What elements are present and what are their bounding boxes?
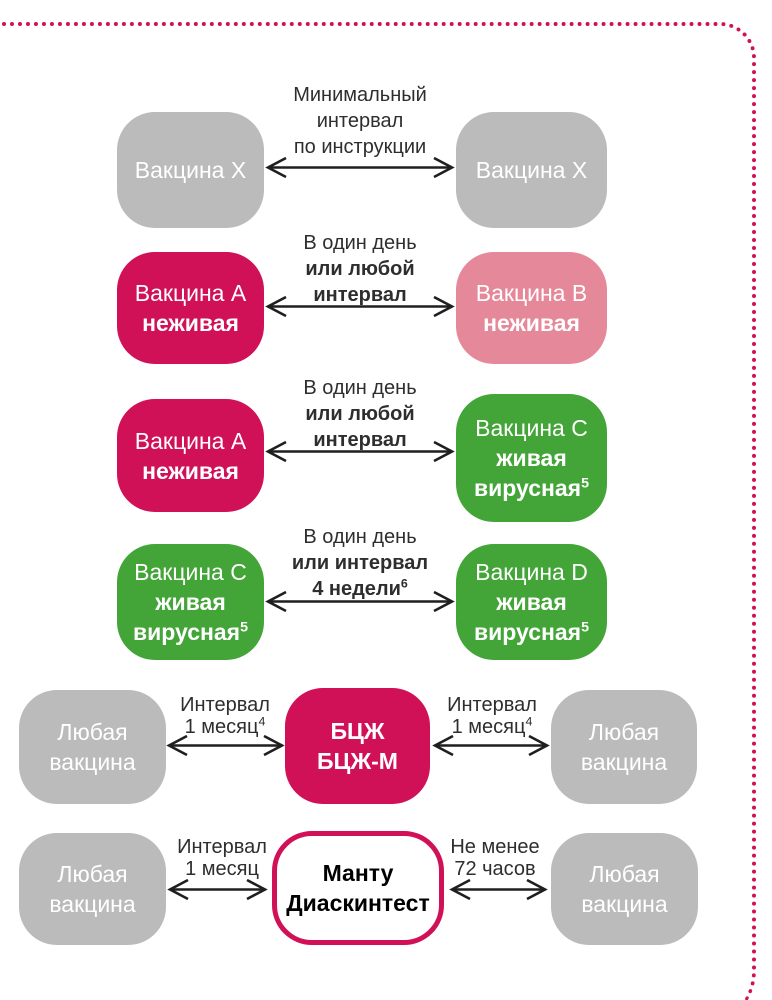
box-text-line: вакцина (580, 749, 668, 775)
box-text-line: неживая (142, 310, 239, 336)
double-arrow-row1 (265, 156, 455, 179)
label-line: 72 часов (454, 858, 536, 880)
box-text-line: БЦЖ (330, 718, 385, 744)
label-line: интервал (313, 429, 407, 451)
label-interval-1-month-mantoux: Интервал 1 месяц (160, 836, 284, 880)
label-same-day-any-interval: В один день или любой интервал (250, 230, 470, 308)
label-line: Не менее (450, 836, 540, 858)
label-line: Интервал (177, 836, 267, 858)
box-text-line: Диаскинтест (286, 890, 430, 916)
box-text-line: Любая (589, 861, 660, 887)
vaccine-x-box-left: Вакцина X (117, 112, 264, 228)
box-text-line: вирусная5 (132, 619, 249, 645)
label-line: Минимальный (293, 84, 427, 106)
label-line: 4 недели6 (312, 576, 408, 600)
vaccine-c-live-viral-box-2: Вакцина С живая вирусная5 (117, 544, 264, 660)
mantoux-diaskintest-box: Манту Диаскинтест (272, 831, 444, 945)
box-text-line: вирусная5 (473, 619, 590, 645)
box-text-line: Вакцина В (475, 280, 588, 306)
double-arrow-row4 (265, 590, 455, 613)
label-same-day-any-interval-2: В один день или любой интервал (250, 375, 470, 453)
box-text-line: вакцина (49, 749, 136, 775)
box-text-line: живая (155, 589, 226, 615)
vaccine-c-live-viral-box: Вакцина С живая вирусная5 (456, 394, 607, 522)
label-line: В один день (303, 232, 417, 254)
label-line: интервал (313, 284, 407, 306)
double-arrow-row6-left (167, 878, 268, 901)
box-text-line: Вакцина А (134, 280, 247, 306)
any-vaccine-box-row5-right: Любая вакцина (551, 690, 697, 804)
box-text-line: БЦЖ-М (317, 748, 398, 774)
vaccine-x-box-right: Вакцина X (456, 112, 607, 228)
box-text-line: вакцина (49, 891, 136, 917)
box-text-line: Любая (57, 719, 128, 745)
box-text-line: неживая (142, 457, 239, 484)
box-text-line: Любая (57, 861, 128, 887)
box-text-line: живая (496, 589, 567, 615)
label-line: Интервал (447, 694, 537, 716)
vaccine-d-live-viral-box: Вакцина D живая вирусная5 (456, 544, 607, 660)
label-line: 1 месяц4 (451, 714, 533, 738)
label-line: 1 месяц (185, 858, 259, 880)
label-not-less-72-hours: Не менее 72 часов (433, 836, 557, 880)
vaccine-b-inactivated-box: Вакцина В неживая (456, 252, 607, 364)
label-line: В один день (303, 526, 417, 548)
box-text-line: живая (496, 445, 567, 471)
label-line: интервал (316, 110, 404, 132)
box-text-line: Вакцина С (475, 415, 588, 441)
label-line: или любой (305, 258, 415, 280)
double-arrow-row5-left (166, 734, 285, 757)
label-line: или любой (305, 403, 415, 425)
box-text-line: неживая (483, 310, 580, 336)
box-text-line: Манту (322, 860, 394, 886)
dotted-border (0, 22, 756, 1000)
label-line: 1 месяц4 (184, 714, 266, 738)
vaccine-a-inactivated-box: Вакцина А неживая (117, 252, 264, 364)
vaccine-a-inactivated-box-2: Вакцина А неживая (117, 399, 264, 512)
label-line: или интервал (291, 552, 429, 574)
double-arrow-row6-right (449, 878, 548, 901)
box-text-line: Вакцина X (134, 157, 247, 183)
any-vaccine-box-row5-left: Любая вакцина (19, 690, 166, 804)
any-vaccine-box-row6-left: Любая вакцина (19, 833, 166, 945)
box-text-line: Вакцина X (475, 157, 588, 183)
label-interval-1-month-left: Интервал 1 месяц4 (163, 694, 287, 738)
box-text-line: вакцина (581, 891, 668, 917)
double-arrow-row5-right (432, 734, 550, 757)
label-line: по инструкции (293, 136, 427, 158)
box-text-line: вирусная5 (473, 475, 590, 501)
label-interval-1-month-right: Интервал 1 месяц4 (430, 694, 554, 738)
label-minimal-interval: Минимальный интервал по инструкции (250, 82, 470, 160)
box-text-line: Любая (588, 719, 660, 745)
label-line: В один день (303, 377, 417, 399)
bcg-box: БЦЖ БЦЖ-М (285, 688, 430, 804)
box-text-line: Вакцина А (134, 427, 247, 454)
double-arrow-row3 (265, 440, 455, 463)
any-vaccine-box-row6-right: Любая вакцина (551, 833, 698, 945)
label-line: Интервал (180, 694, 270, 716)
box-text-line: Вакцина С (134, 559, 247, 585)
label-same-day-4-weeks: В один день или интервал 4 недели6 (250, 524, 470, 602)
double-arrow-row2 (265, 295, 455, 318)
box-text-line: Вакцина D (475, 559, 588, 585)
